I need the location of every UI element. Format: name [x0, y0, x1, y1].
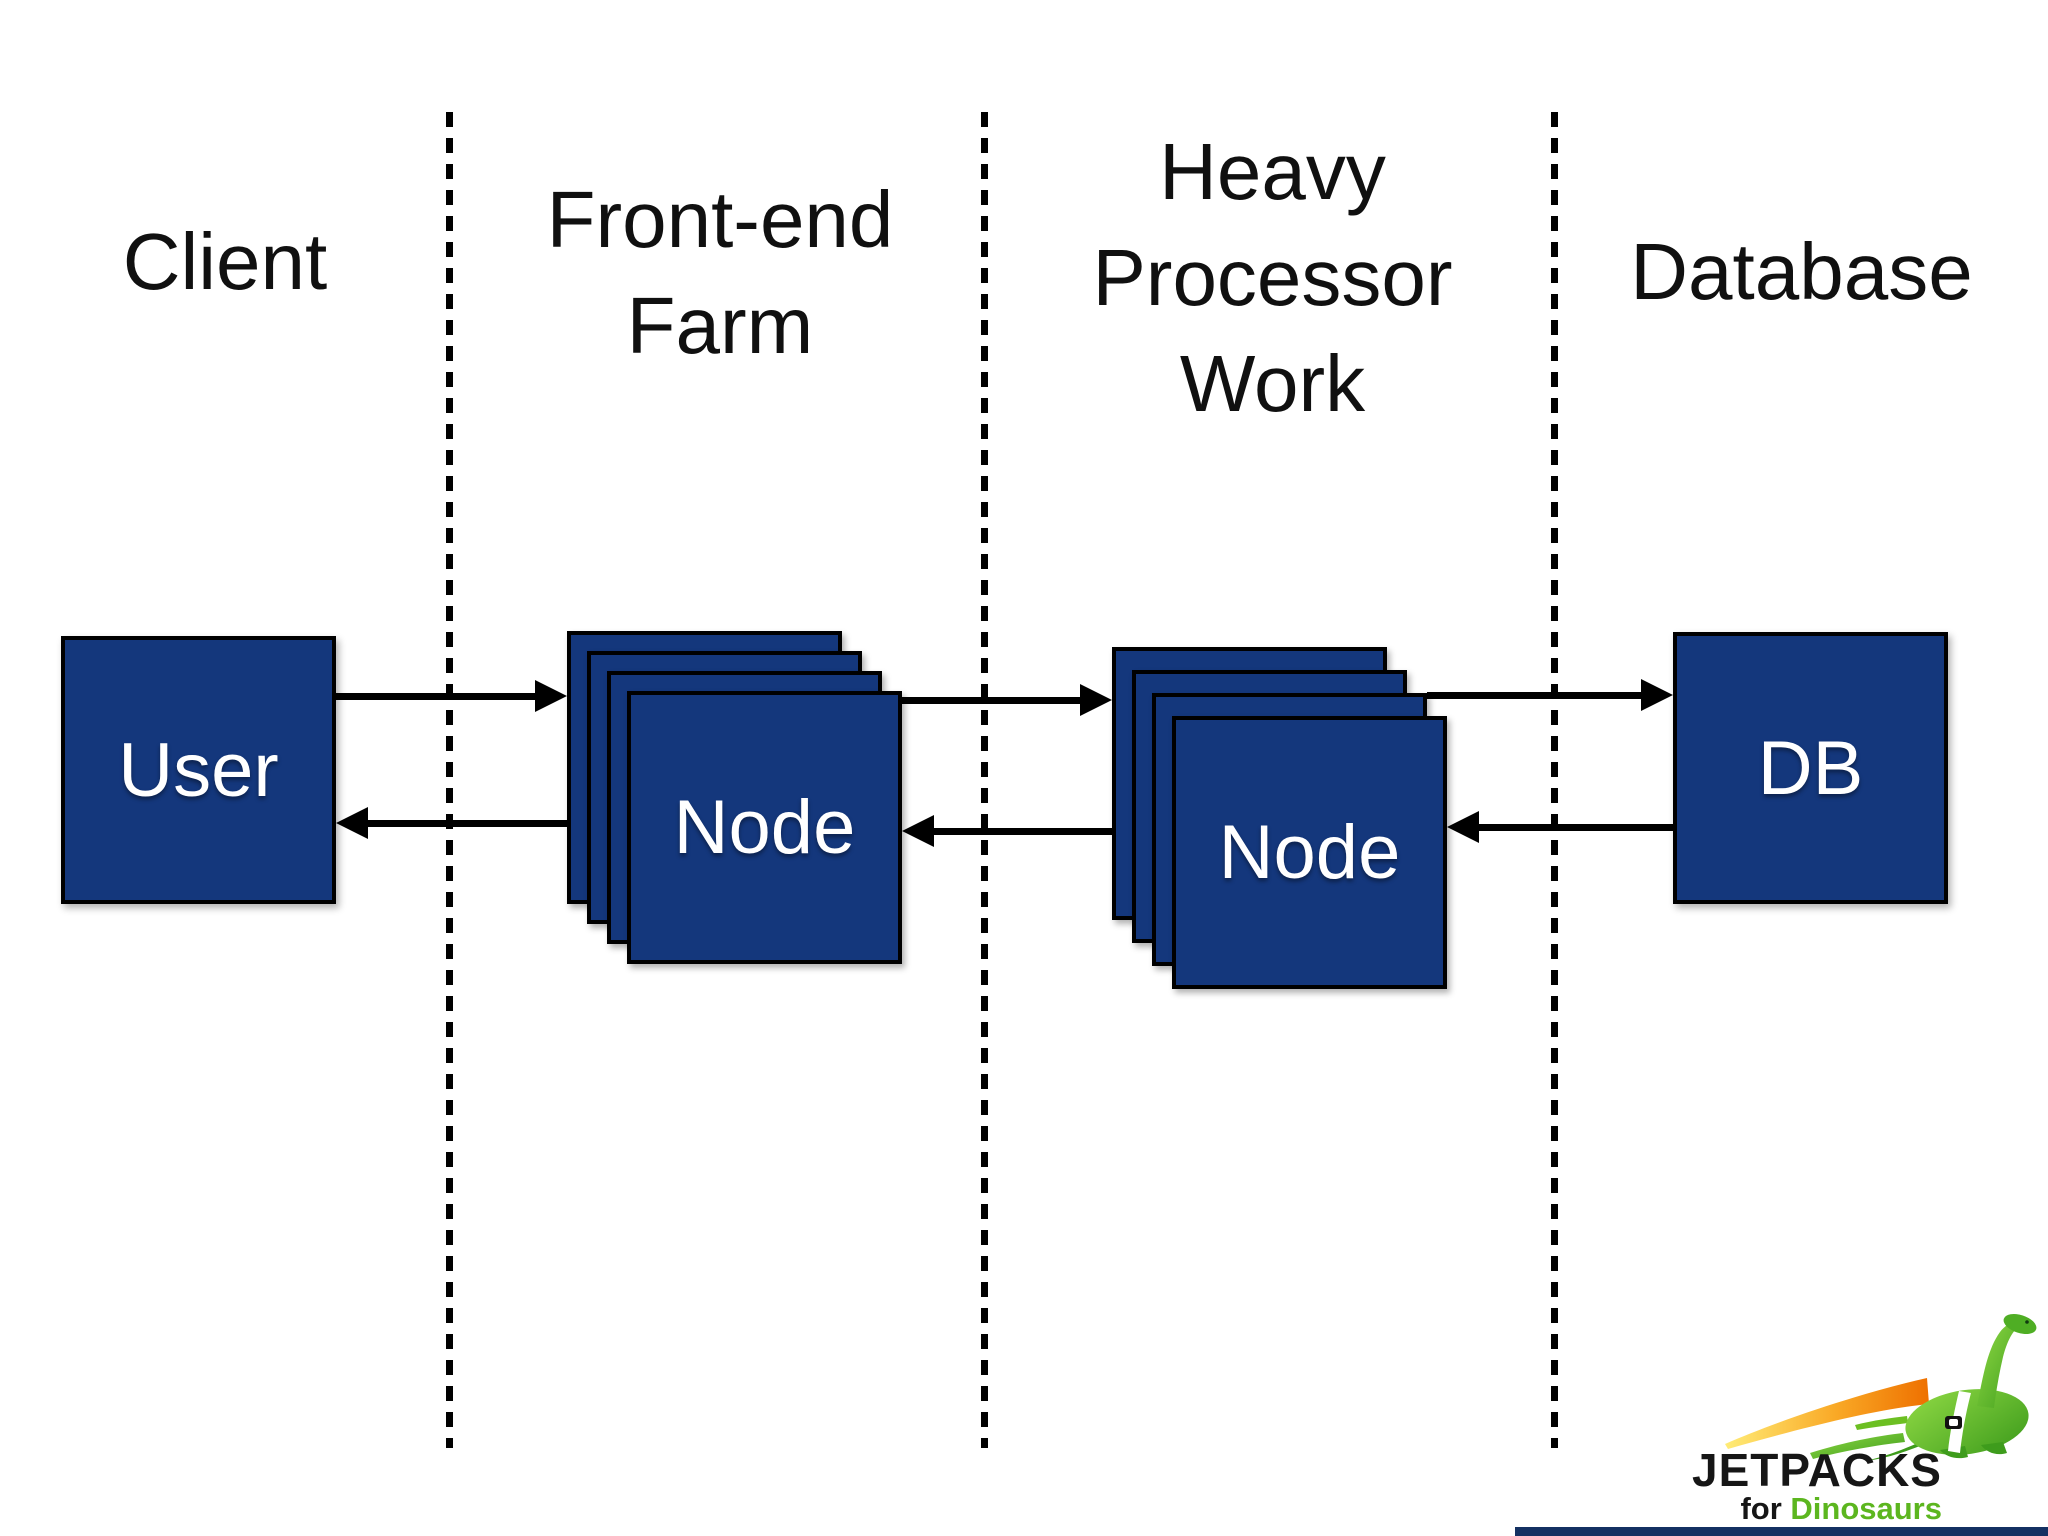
user-box: User	[61, 636, 336, 904]
column-header-client: Client	[122, 217, 328, 306]
arrow-shaft	[902, 697, 1080, 704]
column-header-database: Database	[1630, 227, 1973, 316]
logo-subtitle-prefix: for	[1740, 1491, 1791, 1526]
jetpacks-logo-subtitle: for Dinosaurs	[1642, 1493, 1942, 1524]
heavy-node-label: Node	[1218, 810, 1401, 895]
arrow-shaft	[1427, 692, 1641, 699]
user-box-label: User	[118, 727, 279, 813]
logo-subtitle-highlight: Dinosaurs	[1790, 1491, 1942, 1526]
arrowhead-left-icon	[1447, 811, 1479, 843]
arrow-shaft	[1479, 824, 1673, 831]
column-divider-3	[1551, 112, 1558, 1448]
jetpack-dinosaur-icon	[1725, 1313, 2037, 1461]
frontend-node-card-front: Node	[627, 691, 902, 964]
frontend-node-label: Node	[673, 785, 856, 870]
arrow-shaft	[336, 693, 536, 700]
footer-accent-bar	[1515, 1527, 2048, 1536]
column-header-frontend-farm: Front-end Farm	[546, 175, 894, 370]
database-box-label: DB	[1757, 725, 1864, 811]
arrowhead-right-icon	[1080, 684, 1112, 716]
arrow-shaft	[368, 820, 567, 827]
column-divider-1	[446, 112, 453, 1448]
column-divider-2	[981, 112, 988, 1448]
column-header-heavy-processor-work: Heavy Processor Work	[1092, 127, 1453, 428]
jetpacks-logo-title: JETPACKS	[1692, 1444, 1942, 1496]
database-box: DB	[1673, 632, 1948, 904]
arrow-shaft	[934, 828, 1112, 835]
arrowhead-left-icon	[902, 815, 934, 847]
arrowhead-left-icon	[336, 807, 368, 839]
heavy-node-card-front: Node	[1172, 716, 1447, 989]
arrowhead-right-icon	[535, 680, 567, 712]
arrowhead-right-icon	[1641, 679, 1673, 711]
